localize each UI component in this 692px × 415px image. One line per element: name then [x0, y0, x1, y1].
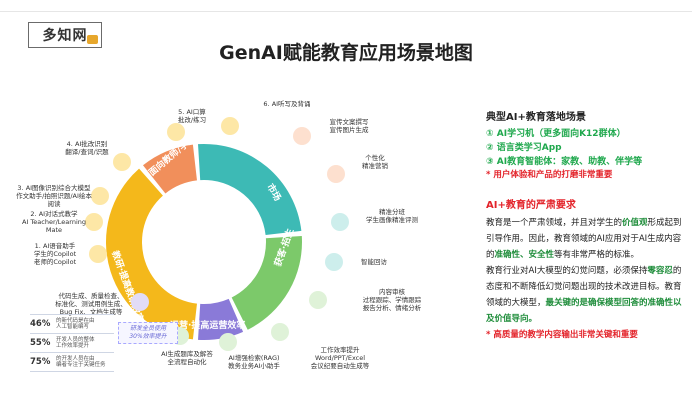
top-divider [0, 11, 692, 12]
ring-diagram: 面向教师/学生/家长等用户体验 市场 获客·招生 运营·提高运营效率 教研·提高… [16, 89, 462, 392]
stat-row-3: 75% 的开发人员在由 编者专注于关键任务 [30, 352, 114, 372]
item-marketing-copy: 宣传文案撰写 宣传图片生成 [329, 118, 369, 134]
item-grading: 4. AI批改识别 翻译/查词/识题 [65, 140, 109, 156]
page-title: GenAI赋能教育应用场景地图 [219, 42, 473, 64]
stat-desc: 的新代码是在由 人工智能编写 [56, 317, 95, 331]
para2-text-a: 教育行业对AI大模型的幻觉问题，必须保持 [486, 266, 648, 276]
para2-text-c: 的态度和不断降低幻觉问题出现的技术改进目标。教育领域的大模型， [486, 266, 682, 308]
item-teacher: 2. AI对话式教学 AI Teacher/Learning Mate [21, 210, 87, 234]
scenario-heading: 典型AI+教育落地场景 [486, 112, 586, 123]
scenario-item-2: ② 语言类学习App [486, 143, 562, 153]
code-icon [131, 293, 149, 311]
content-review-icon [309, 291, 327, 309]
requirements-note: * 高质量的教学内容输出非常关键和重要 [486, 330, 638, 340]
para1-text-c: 形成起到引导作用。因此，教育领域的AI应用对于AI生成内容的 [486, 218, 682, 260]
para2-highlight-key: 最关键的是确保模型回答的准确性以及价值导向。 [486, 298, 682, 324]
teacher-icon [85, 213, 103, 231]
stat-row-1: 46% 的新代码是在由 人工智能编写 [30, 314, 114, 333]
ring-segment-ops [231, 236, 302, 330]
item-precise: 精准分班 学生画像精准评测 [366, 208, 418, 224]
office-icon [271, 323, 289, 341]
smart-call-icon [325, 253, 343, 271]
grading-icon [113, 153, 131, 171]
rag-icon [219, 333, 237, 351]
precise-icon [331, 213, 349, 231]
essay-icon [91, 187, 109, 205]
stat-pct: 55% [30, 338, 51, 348]
oral-icon [167, 123, 185, 141]
item-smart-call: 智能回访 [361, 258, 387, 266]
item-code: 代码生成、质量检查、 标准化、测试用例生成、 Bug Fix、文档生成等 [55, 292, 127, 316]
para1-highlight-accuracy: 准确性、安全性 [494, 250, 555, 260]
listen-icon [221, 117, 239, 135]
personal-icon [327, 165, 345, 183]
requirements-para-1: 教育是一个严肃领域，并且对学生的价值观形成起到引导作用。因此，教育领域的AI应用… [486, 215, 684, 263]
ring-center [164, 202, 244, 282]
item-exam: AI生成题库及解答 全流程自动化 [161, 350, 213, 366]
item-copilot: 1. AI语音助手 学生的Copilot 老师的Copilot [33, 242, 77, 266]
item-oral: 5. AI口算 批改/练习 [177, 108, 207, 124]
scenario-item-3: ③ AI教育智能体：家教、助教、伴学等 [486, 157, 643, 167]
logo-text: 多知网 [42, 28, 88, 44]
icon-circles [85, 117, 349, 351]
item-content-review: 内容审核 过程跟踪、学情跟踪 报告分析、情绪分析 [362, 288, 422, 312]
stat-pct: 75% [30, 357, 51, 367]
item-personal: 个性化 精准营销 [362, 154, 388, 170]
item-office: 工作效率提升 Word/PPT/Excel 会议纪要自动生成等 [310, 346, 370, 370]
para1-highlight-values: 价值观 [622, 218, 648, 228]
ring-segments [106, 144, 302, 340]
scenario-note: * 用户体验和产品的打磨非常重要 [486, 170, 613, 180]
para2-highlight-zero: 零容忍 [647, 266, 673, 276]
requirements-heading: AI+教育的严肃要求 [486, 200, 576, 211]
stat-callout: 研发全员使用 30%效率提升 [118, 322, 178, 344]
stat-desc: 开发人员的整体 工作效率提升 [56, 336, 95, 350]
para1-text-e: 等有非常严格的标准。 [554, 250, 640, 260]
ring-segment-enroll [198, 144, 302, 235]
requirements-para-2: 教育行业对AI大模型的幻觉问题，必须保持零容忍的态度和不断降低幻觉问题出现的技术… [486, 263, 684, 327]
stat-desc: 的开发人员在由 编者专注于关键任务 [56, 355, 106, 369]
marketing-icon [293, 127, 311, 145]
stats-table: 46% 的新代码是在由 人工智能编写 55% 开发人员的整体 工作效率提升 75… [30, 314, 114, 372]
logo: 多知网 [28, 22, 102, 48]
ring-segment-top [106, 168, 197, 340]
scenario-item-1: ① AI学习机（更多面向K12群体） [486, 129, 626, 139]
logo-mark-icon [87, 35, 98, 44]
ring-label-ops: 运营·提高运营效率 [170, 319, 245, 331]
copilot-icon [89, 245, 107, 263]
ring-segment-research [198, 298, 244, 340]
para1-text-a: 教育是一个严肃领域，并且对学生的 [486, 218, 623, 228]
stat-callout-text: 研发全员使用 30%效率提升 [129, 325, 167, 340]
ring-svg: 面向教师/学生/家长等用户体验 市场 获客·招生 运营·提高运营效率 教研·提高… [85, 89, 349, 351]
right-panel: 典型AI+教育落地场景 ① AI学习机（更多面向K12群体） ② 语言类学习Ap… [486, 108, 684, 342]
stat-pct: 46% [30, 319, 51, 329]
stat-row-2: 55% 开发人员的整体 工作效率提升 [30, 333, 114, 352]
item-listen: 6. AI听写及背诵 [263, 100, 311, 108]
item-rag: AI增强检索(RAG) 教务业务AI小助手 [228, 354, 280, 370]
ring-segment-marketing [142, 144, 197, 194]
item-essay: 3. AI图像识别综合大模型 作文助手/拍照识题/AI绘本阅读 [16, 184, 92, 208]
